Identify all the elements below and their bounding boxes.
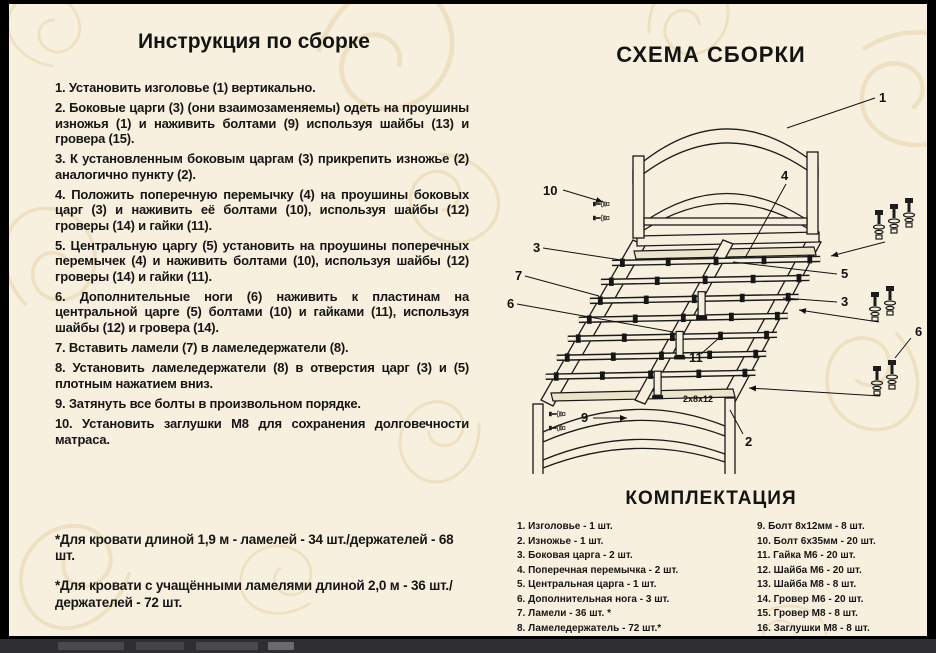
callout-6-right: 6 <box>915 324 922 339</box>
part-item: 12. Шайба М6 - 20 шт. <box>757 564 862 576</box>
diagram-title: СХЕМА СБОРКИ <box>616 42 806 67</box>
part-item: 1. Изголовье - 1 шт. <box>517 521 613 532</box>
parts-list: 1. Изголовье - 1 шт. 2. Изножье - 1 шт. … <box>517 520 927 636</box>
part-item: 14. Гровер М6 - 20 шт. <box>757 593 864 605</box>
taskbar-item[interactable] <box>268 642 294 650</box>
footnote: *Для кровати длиной 1,9 м - ламелей - 34… <box>55 532 454 564</box>
part-item: 5. Центральная царга - 1 шт. <box>517 579 657 590</box>
callout-2: 2 <box>745 434 752 449</box>
part-item: 15. Гровер М8 - 8 шт. <box>757 608 858 619</box>
callout-10: 10 <box>543 183 557 198</box>
part-item: 2. Изножье - 1 шт. <box>517 535 604 547</box>
callout-3-right: 3 <box>841 294 848 309</box>
taskbar-item[interactable] <box>136 642 184 650</box>
part-item: 6. Дополнительная нога - 3 шт. <box>517 593 670 605</box>
callout-3-left: 3 <box>533 240 540 255</box>
taskbar <box>0 639 936 653</box>
hardware-bolts <box>548 197 916 432</box>
callout-1: 1 <box>879 90 886 105</box>
part-item: 9. Болт 8х12мм - 8 шт. <box>757 521 865 532</box>
assembly-step: 1. Установить изголовье (1) вертикально. <box>55 80 316 95</box>
bed-assembly-diagram: 1 4 10 3 7 6 5 3 6 <box>487 70 927 499</box>
assembly-step: 8. Установить ламеледержатели (8) в отве… <box>55 360 469 391</box>
assembly-step: 9. Затянуть все болты в произвольном пор… <box>55 395 361 411</box>
part-item: 13. Шайба М8 - 8 шт. <box>757 579 857 590</box>
size-label: 2x8x12 <box>683 394 713 404</box>
part-item: 7. Ламели - 36 шт. * <box>517 608 611 619</box>
footnote: *Для кровати с учащёнными ламелями длино… <box>55 578 453 610</box>
assembly-step: 3. К установленным боковым царгам (3) пр… <box>55 151 469 182</box>
assembly-step: 6. Дополнительные ноги (6) наживить к пл… <box>55 288 469 335</box>
taskbar-item[interactable] <box>196 642 258 650</box>
part-item: 10. Болт 6х35мм - 20 шт. <box>757 535 876 547</box>
additional-legs <box>652 291 708 400</box>
parts-column-1: 1. Изголовье - 1 шт. 2. Изножье - 1 шт. … <box>517 520 757 636</box>
callout-11: 11 <box>689 350 703 365</box>
parts-list-title: КОМПЛЕКТАЦИЯ <box>625 488 797 509</box>
assembly-step: 5. Центральную царгу (5) установить на п… <box>55 237 469 284</box>
assembly-step: 4. Положить поперечную перемычку (4) на … <box>55 186 469 233</box>
assembly-step: 7. Вставить ламели (7) в ламеледержатели… <box>55 339 349 355</box>
part-item: 4. Поперечная перемычка - 2 шт. <box>517 564 679 576</box>
diagram-callouts: 1 4 10 3 7 6 5 3 6 <box>507 90 922 449</box>
callout-6-left: 6 <box>507 296 514 311</box>
callout-9: 9 <box>581 410 588 425</box>
callout-4: 4 <box>781 168 789 183</box>
part-item: 11. Гайка М6 - 20 шт. <box>757 550 856 561</box>
footnotes: *Для кровати длиной 1,9 м - ламелей - 34… <box>55 532 465 625</box>
part-item: 16. Заглушки М8 - 8 шт. <box>757 622 870 634</box>
callout-5: 5 <box>841 266 848 281</box>
headboard <box>632 128 819 239</box>
assembly-steps: 1. Установить изголовье (1) вертикально.… <box>55 80 469 452</box>
taskbar-item[interactable] <box>58 642 124 650</box>
assembly-step: 10. Установить заглушки М8 для сохранени… <box>55 416 469 447</box>
part-item: 8. Ламеледержатель - 72 шт.* <box>517 622 662 634</box>
callout-7: 7 <box>515 268 522 283</box>
instructions-title: Инструкция по сборке <box>138 30 370 53</box>
lamel-slats <box>545 254 821 381</box>
assembly-step: 2. Боковые царги (3) (они взаимозаменяем… <box>55 100 469 146</box>
document-page: Инструкция по сборке 1. Установить изгол… <box>9 4 927 636</box>
part-item: 3. Боковая царга - 2 шт. <box>517 550 633 561</box>
footboard <box>532 397 736 499</box>
parts-column-2: 9. Болт 8х12мм - 8 шт. 10. Болт 6х35мм -… <box>757 520 927 636</box>
